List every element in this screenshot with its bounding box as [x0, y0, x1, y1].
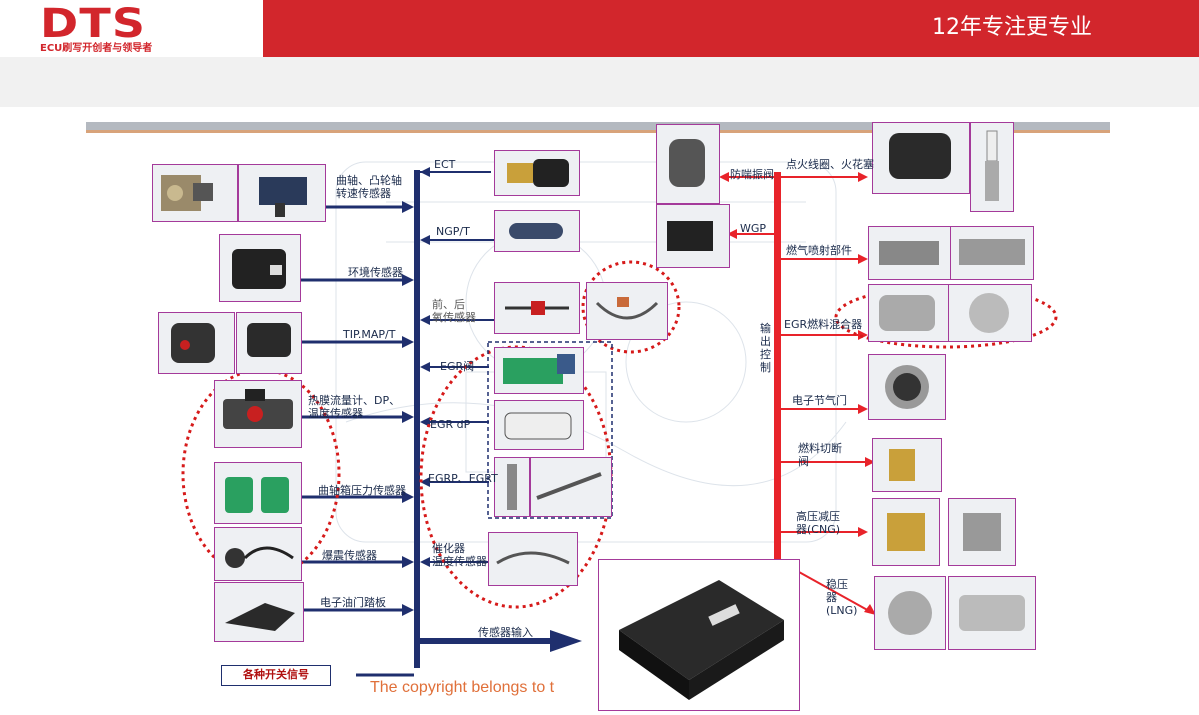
label-egrp-egrt: EGRP、EGRT	[428, 472, 498, 485]
tipmap-sensor-photo-1	[158, 312, 235, 374]
label-ect: ECT	[434, 158, 456, 171]
label-output-control: 输 出 控 制	[760, 322, 771, 374]
egr-dp-photo	[494, 400, 584, 450]
label-knock-sensor: 爆震传感器	[322, 549, 377, 562]
egrt-sensor-photo	[530, 457, 612, 517]
header-red-bar: 12年专注更专业	[263, 0, 1199, 57]
ect-sensor-photo	[494, 150, 580, 196]
catalyst-temp-sensor-photo	[488, 532, 578, 586]
wgp-photo	[656, 204, 730, 268]
switch-signal-box: 各种开关信号	[221, 665, 331, 686]
egrp-sensor-photo	[494, 457, 530, 517]
anti-surge-valve-photo	[656, 124, 720, 204]
crankcase-sensor-photo	[214, 462, 302, 524]
logo-area: DTS ECU刷写开创者与领导者	[0, 0, 263, 57]
label-stabilizer: 稳压 器 (LNG)	[826, 578, 858, 617]
subheader-band	[0, 57, 1199, 107]
label-catalyst-temp: 催化器 温度传感器	[432, 542, 487, 568]
label-ignition: 点火线圈、火花塞	[786, 158, 874, 171]
ngp-sensor-photo	[494, 210, 580, 252]
injector-photo-1	[868, 226, 952, 280]
pedal-sensor-photo	[214, 582, 304, 642]
label-crankcase-sensor: 曲轴箱压力传感器	[318, 484, 406, 497]
logo[interactable]: DTS	[40, 1, 147, 47]
label-wgp: WGP	[740, 222, 767, 235]
cutoff-valve-photo	[872, 438, 942, 492]
env-sensor-photo	[219, 234, 301, 302]
egr-mixer-photo-1	[868, 284, 950, 342]
copyright-notice: The copyright belongs to t	[370, 679, 555, 696]
label-egr-dp: EGR dP	[430, 418, 471, 431]
label-ngp: NGP/T	[436, 225, 470, 238]
label-throttle: 电子节气门	[792, 394, 847, 407]
crank-sensor-photo	[152, 164, 238, 222]
airflow-sensor-photo	[214, 380, 302, 448]
label-anti-surge-valve: 防喘振阀	[730, 168, 774, 181]
logo-tagline: ECU刷写开创者与领导者	[40, 43, 153, 54]
label-egr-valve: EGR阀	[440, 360, 475, 373]
label-cutoff-valve: 燃料切断 阀	[798, 442, 842, 468]
throttle-photo	[868, 354, 946, 420]
label-env-sensor: 环境传感器	[348, 266, 403, 279]
spark-plug-photo	[970, 122, 1014, 212]
ecu-photo	[598, 559, 800, 711]
label-sensor-input: 传感器输入	[478, 626, 533, 639]
label-egr-mixer: EGR燃料混合器	[784, 318, 863, 331]
egr-valve-photo	[494, 347, 584, 394]
label-flow-sensor: 热膜流量计、DP、 温度传感器	[308, 394, 401, 420]
stabilizer-photo-2	[948, 576, 1036, 650]
injector-photo-2	[950, 226, 1034, 280]
knock-sensor-photo	[214, 527, 302, 581]
ignition-coil-photo	[872, 122, 970, 194]
page-header: DTS ECU刷写开创者与领导者 12年专注更专业	[0, 0, 1199, 57]
o2-sensor-photo-1	[494, 282, 580, 334]
label-crank-cam-sensor: 曲轴、凸轮轴 转速传感器	[336, 174, 402, 200]
slogan: 12年专注更专业	[932, 15, 1092, 40]
label-tipmap: TIP.MAP/T	[343, 328, 396, 341]
label-pressure-reducer: 高压减压 器(CNG)	[796, 510, 841, 536]
cam-sensor-photo	[238, 164, 326, 222]
egr-mixer-photo-2	[948, 284, 1032, 342]
tipmap-sensor-photo-2	[236, 312, 302, 374]
stabilizer-photo-1	[874, 576, 946, 650]
pressure-reducer-photo-1	[872, 498, 940, 566]
label-o2-sensor: 前、后 氧传感器	[432, 298, 476, 324]
pressure-reducer-photo-2	[948, 498, 1016, 566]
label-injector: 燃气喷射部件	[786, 244, 852, 257]
ecu-sensor-diagram: 各种开关信号	[86, 122, 1110, 712]
label-pedal-sensor: 电子油门踏板	[320, 596, 386, 609]
o2-sensor-photo-2	[586, 282, 668, 340]
